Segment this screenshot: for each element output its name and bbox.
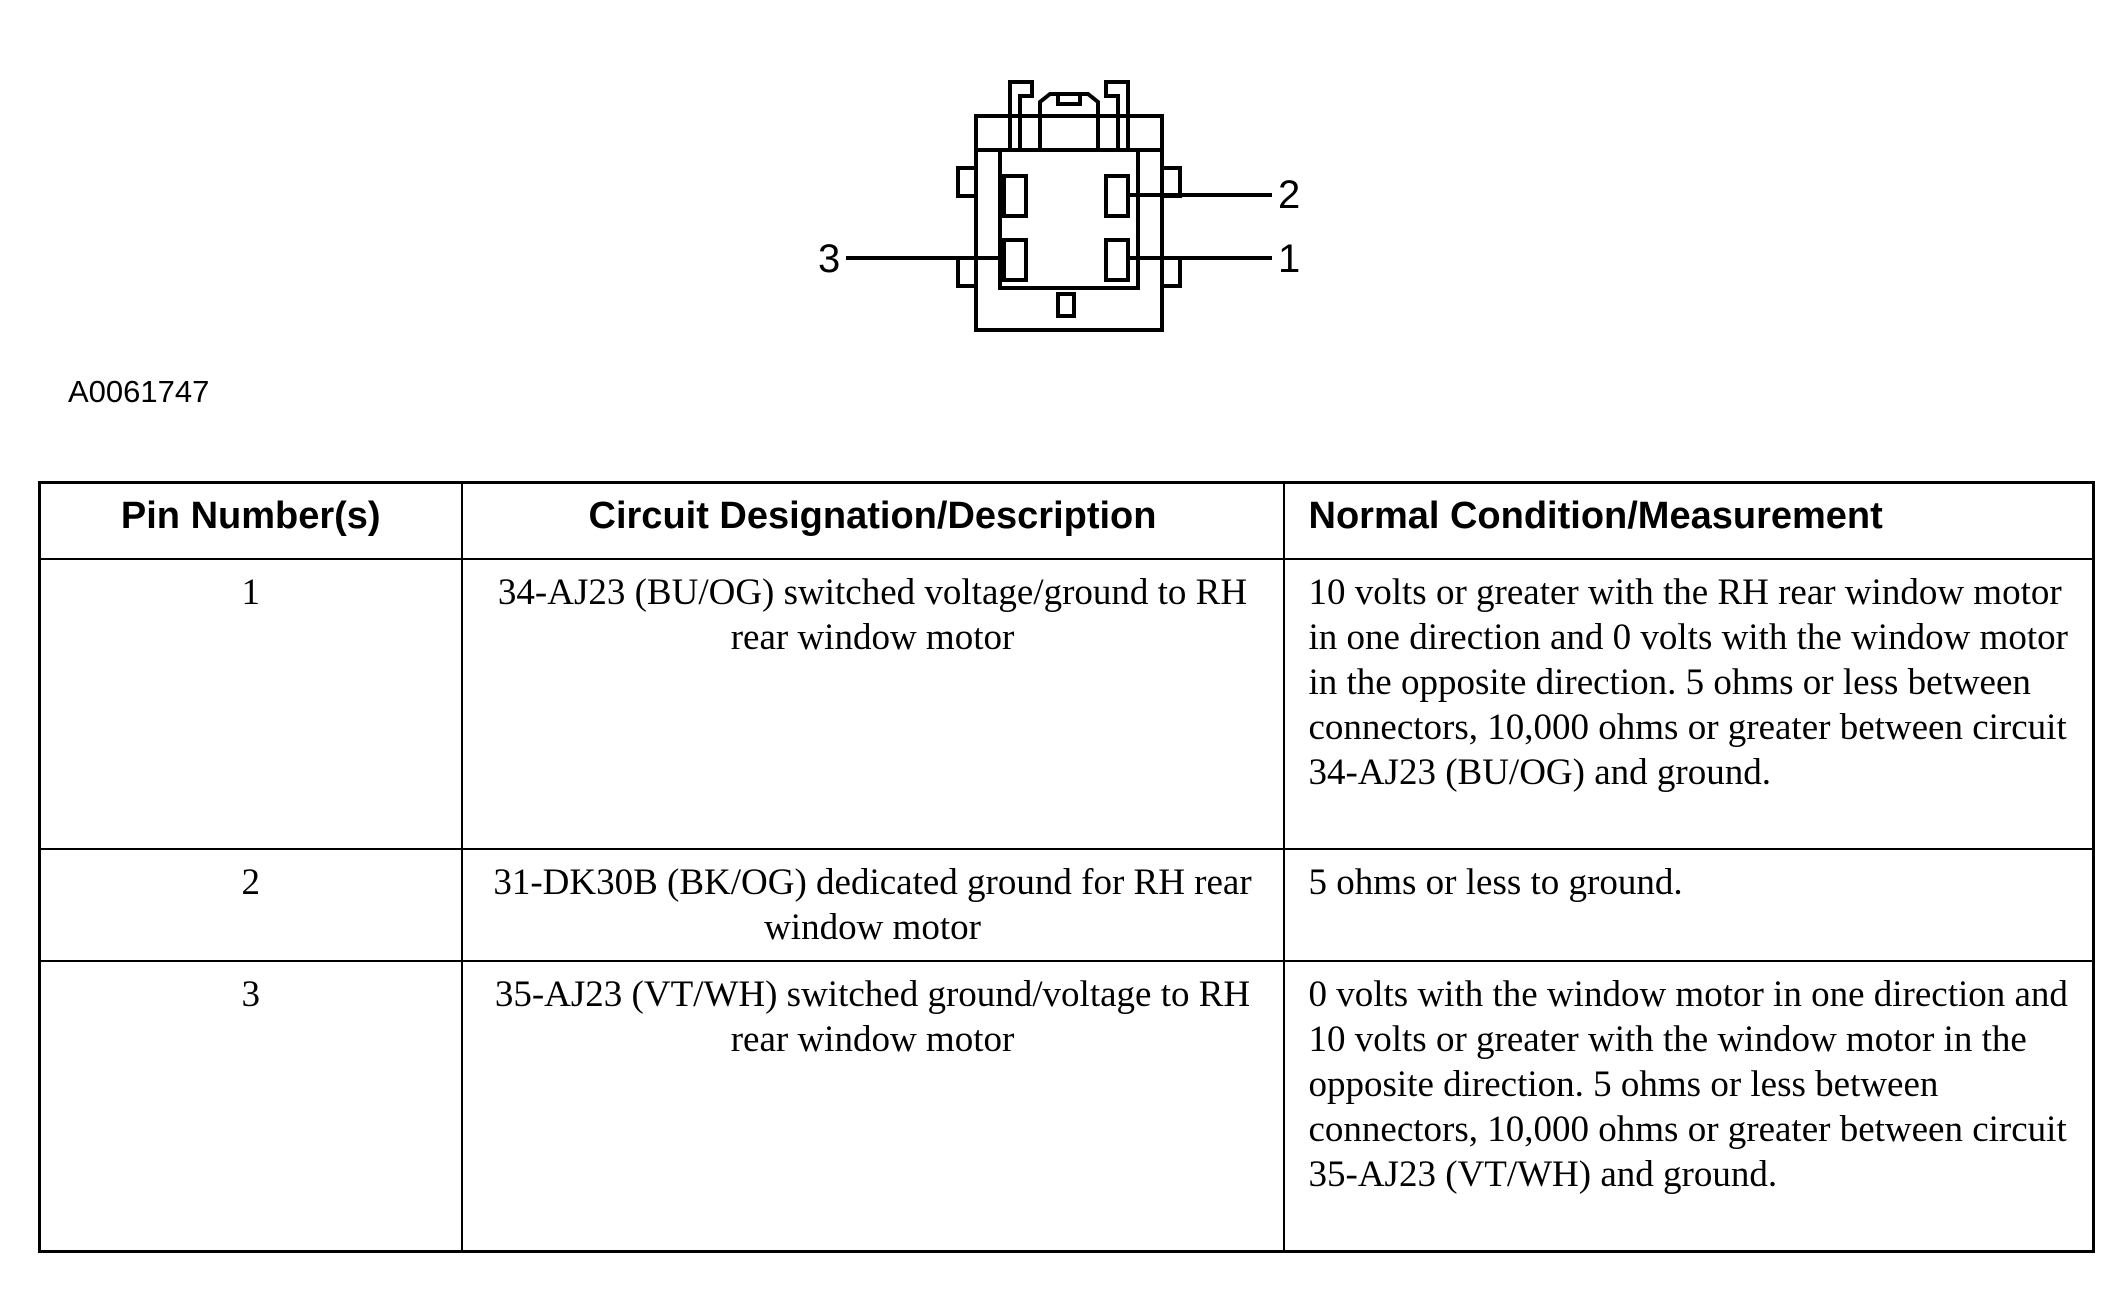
- pin-label-2: 2: [1278, 173, 1300, 217]
- cell-normal-condition: 5 ohms or less to ground.: [1282, 848, 2095, 962]
- cell-circuit-description: 35-AJ23 (VT/WH) switched ground/voltage …: [460, 960, 1285, 1253]
- table-row: 3 35-AJ23 (VT/WH) switched ground/voltag…: [38, 960, 2095, 1253]
- connector-side-tab-lower-left: [956, 256, 978, 288]
- pin-label-3: 3: [818, 237, 840, 281]
- figure-id: A0061747: [68, 374, 210, 409]
- cell-circuit-description: 31-DK30B (BK/OG) dedicated ground for RH…: [460, 848, 1285, 962]
- connector-left-latch: [1008, 80, 1034, 150]
- header-circuit-designation: Circuit Designation/Description: [460, 481, 1285, 560]
- cell-normal-condition: 0 volts with the window motor in one dir…: [1282, 960, 2095, 1253]
- connector-center-key: [1038, 92, 1100, 150]
- cell-normal-condition: 10 volts or greater with the RH rear win…: [1282, 558, 2095, 850]
- pin-label-1: 1: [1278, 237, 1300, 281]
- pin-cavity-upper-right: [1104, 174, 1130, 218]
- cell-pin-number: 3: [38, 960, 463, 1253]
- connector-side-tab-upper-left: [956, 166, 978, 198]
- connector-bottom-key: [1056, 292, 1076, 318]
- header-pin-numbers: Pin Number(s): [38, 481, 463, 560]
- header-normal-condition: Normal Condition/Measurement: [1282, 481, 2095, 560]
- table-row: 2 31-DK30B (BK/OG) dedicated ground for …: [38, 848, 2095, 962]
- table-row: 1 34-AJ23 (BU/OG) switched voltage/groun…: [38, 558, 2095, 850]
- cell-pin-number: 2: [38, 848, 463, 962]
- connector-side-tab-upper-right: [1160, 166, 1182, 198]
- pin-cavity-lower-left: [1002, 238, 1028, 282]
- connector-diagram: 2 1 3: [818, 80, 1300, 332]
- connector-right-latch: [1104, 80, 1130, 150]
- pin-table: Pin Number(s) Circuit Designation/Descri…: [38, 481, 2095, 1253]
- cell-circuit-description: 34-AJ23 (BU/OG) switched voltage/ground …: [460, 558, 1285, 850]
- pin-cavity-upper-left: [1002, 174, 1028, 218]
- cell-pin-number: 1: [38, 558, 463, 850]
- connector-side-tab-lower-right: [1160, 256, 1182, 288]
- pin-cavity-lower-right: [1104, 238, 1130, 282]
- connector-housing: [974, 114, 1164, 332]
- table-header-row: Pin Number(s) Circuit Designation/Descri…: [38, 481, 2095, 560]
